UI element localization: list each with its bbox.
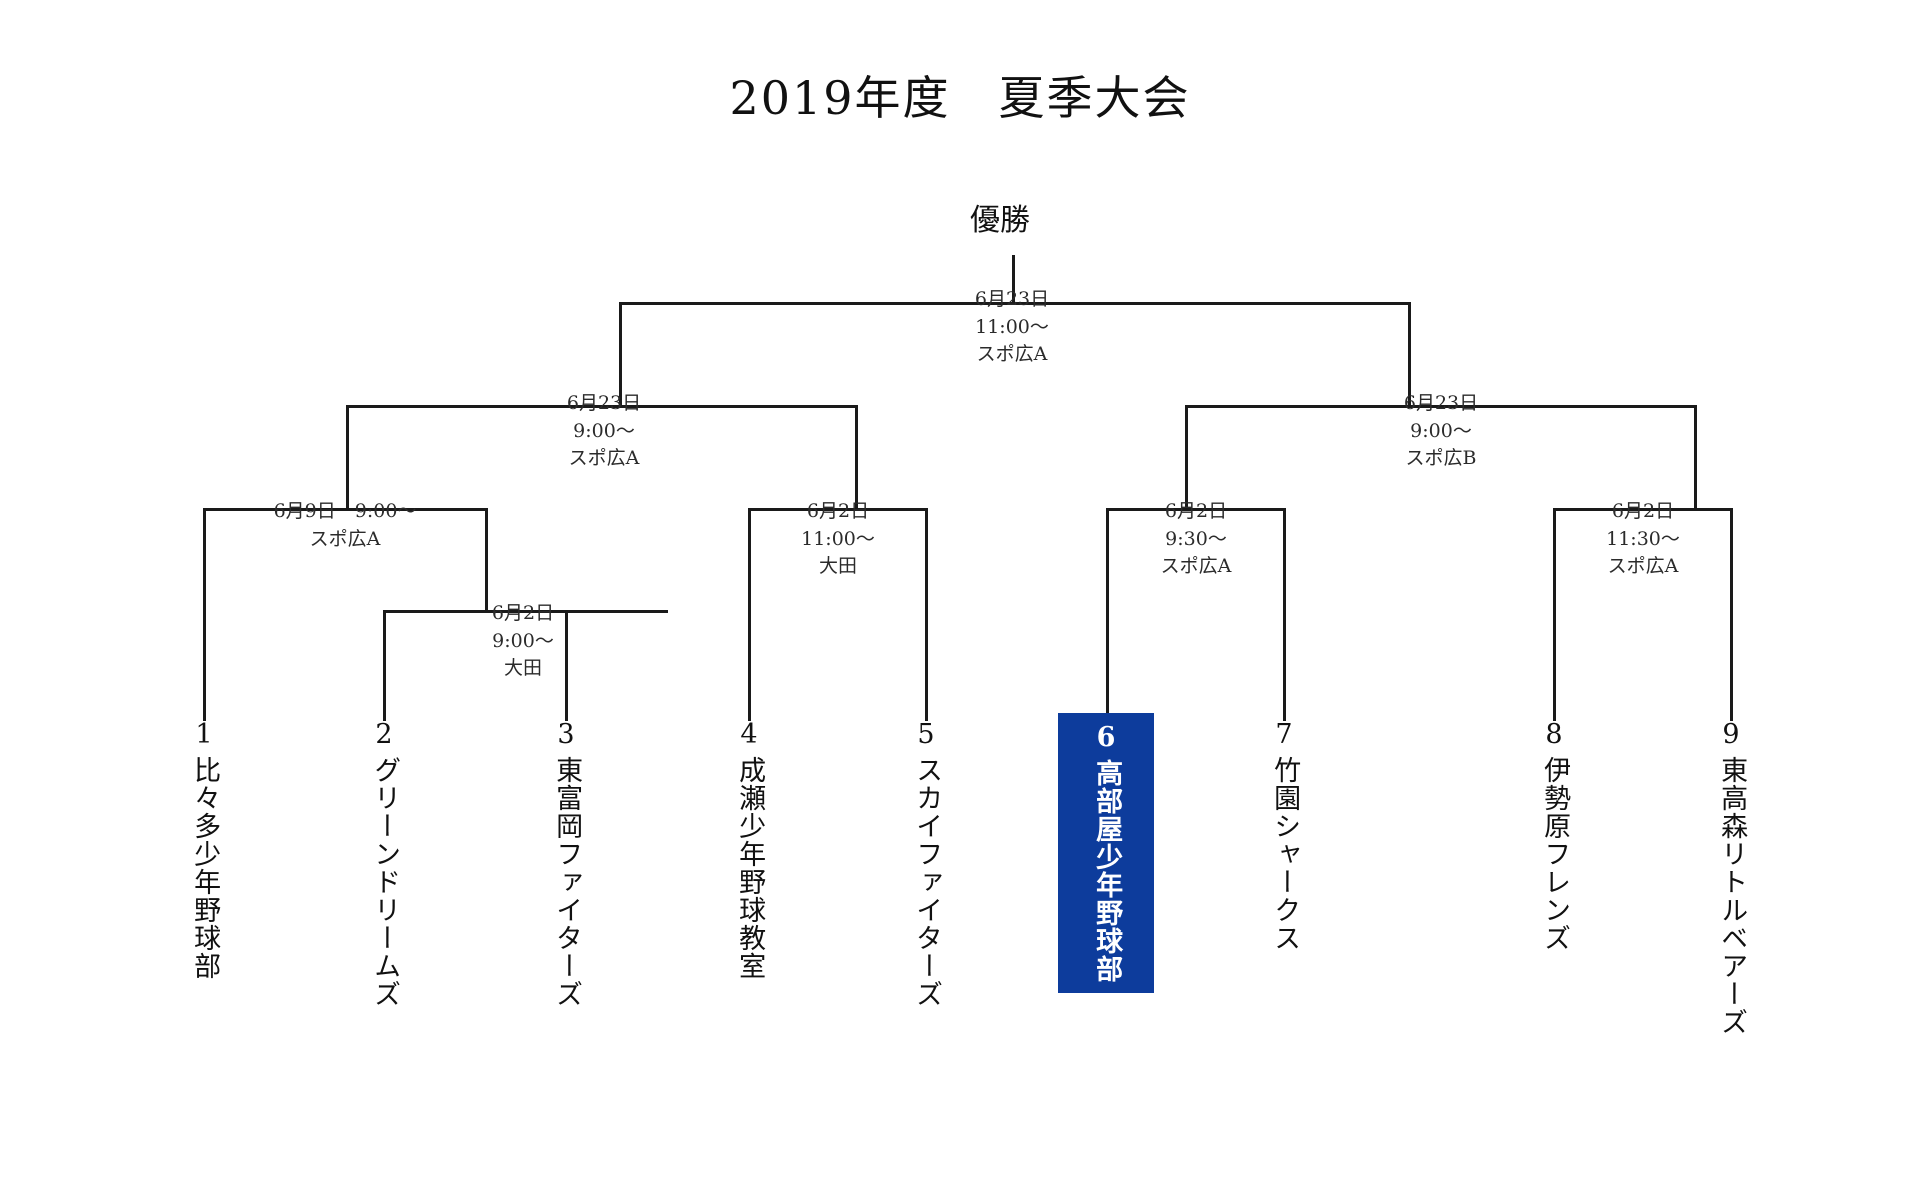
team-seed-8: 8: [1545, 719, 1563, 750]
match-info-semi-right: 6月23日 9:00〜 スポ広B: [1341, 390, 1541, 473]
match-q1-time: スポ広A: [309, 527, 381, 550]
match-info-semi-left: 6月23日 9:00〜 スポ広A: [504, 390, 704, 473]
match-q3-date: 6月2日: [806, 500, 870, 522]
bracket-line-q4-left-drop: [1106, 508, 1109, 713]
bracket-line-q1-bar: [203, 508, 488, 511]
team-seed-1: 1: [195, 719, 213, 750]
match-q4-venue: スポ広A: [1160, 555, 1232, 578]
team-name-4: 成瀬少年野球教室: [734, 755, 766, 980]
bracket-line-final-right-drop: [1408, 302, 1411, 407]
match-q3-venue: 大田: [818, 555, 857, 578]
match-q3-time: 11:00〜: [801, 527, 875, 550]
team-entry-3[interactable]: 3 東富岡ファイターズ: [518, 720, 614, 1008]
bracket-line-semi-right-drop-b: [1694, 405, 1697, 510]
match-q4-time: 9:30〜: [1165, 527, 1227, 550]
bracket-line-q3-left-drop: [748, 508, 751, 721]
match-info-q3: 6月2日 11:00〜 大田: [738, 498, 938, 581]
match-semi-right-venue: スポ広B: [1405, 447, 1477, 470]
bracket-line-semi-right-drop-a: [1185, 405, 1188, 510]
bracket-line-q2-right-drop: [565, 610, 568, 721]
team-name-2: グリーンドリームズ: [369, 755, 401, 1008]
team-name-6: 高部屋少年野球部: [1091, 758, 1123, 983]
team-name-3: 東富岡ファイターズ: [551, 755, 583, 1008]
bracket-line-q3-right-drop: [925, 508, 928, 721]
bracket-line-q4-right-drop: [1283, 508, 1286, 721]
bracket-line-semi-right-bar: [1185, 405, 1697, 408]
champion-label: 優勝: [970, 203, 1030, 238]
bracket-line-q5-right-drop: [1730, 508, 1733, 721]
match-info-q4: 6月2日 9:30〜 スポ広A: [1096, 498, 1296, 581]
team-name-7: 竹園シャークス: [1269, 755, 1301, 952]
bracket-line-q2-bar: [383, 610, 668, 613]
team-entry-9[interactable]: 9 東高森リトルベアーズ: [1683, 720, 1779, 1036]
bracket-line-q5-left-drop: [1553, 508, 1556, 721]
match-q5-venue: スポ広A: [1607, 555, 1679, 578]
team-name-5: スカイファイターズ: [911, 755, 943, 1008]
bracket-line-q4-bar: [1106, 508, 1286, 511]
match-q5-time: 11:30〜: [1606, 527, 1680, 550]
bracket-line-q2-left-drop: [383, 610, 386, 721]
team-entry-7[interactable]: 7 竹園シャークス: [1236, 720, 1332, 952]
team-entry-4[interactable]: 4 成瀬少年野球教室: [701, 720, 797, 980]
bracket-line-semi-left-drop-b: [855, 405, 858, 510]
bracket-line-semi-left-drop-a: [346, 405, 349, 510]
team-seed-4: 4: [740, 719, 758, 750]
match-q1-date: 6月9日 9:00〜: [273, 500, 417, 522]
team-entry-1[interactable]: 1 比々多少年野球部: [156, 720, 252, 980]
team-seed-3: 3: [557, 719, 575, 750]
match-final-venue: スポ広A: [976, 343, 1048, 366]
match-q2-date: 6月2日: [491, 602, 555, 624]
team-seed-9: 9: [1722, 719, 1740, 750]
bracket-line-q1-right-drop: [485, 508, 488, 613]
match-info-final: 6月23日 11:00〜 スポ広A: [912, 286, 1112, 369]
team-entry-6[interactable]: 6 高部屋少年野球部: [1058, 713, 1154, 993]
match-semi-right-date: 6月23日: [1403, 392, 1479, 414]
team-seed-2: 2: [375, 719, 393, 750]
team-name-1: 比々多少年野球部: [189, 755, 221, 980]
match-q2-venue: 大田: [503, 657, 542, 680]
bracket-line-final-stem: [1012, 255, 1015, 305]
team-seed-5: 5: [917, 719, 935, 750]
match-q2-time: 9:00〜: [492, 629, 554, 652]
team-name-8: 伊勢原フレンズ: [1539, 755, 1571, 952]
match-semi-left-venue: スポ広A: [568, 447, 640, 470]
match-q5-date: 6月2日: [1611, 500, 1675, 522]
bracket-line-q5-bar: [1553, 508, 1733, 511]
team-name-9: 東高森リトルベアーズ: [1716, 755, 1748, 1036]
match-semi-left-date: 6月23日: [566, 392, 642, 414]
match-info-q1: 6月9日 9:00〜 スポ広A: [245, 498, 445, 553]
match-q4-date: 6月2日: [1164, 500, 1228, 522]
match-info-q2: 6月2日 9:00〜 大田: [423, 600, 623, 683]
bracket-line-final-bar: [619, 302, 1411, 305]
match-semi-right-time: 9:00〜: [1410, 419, 1472, 442]
team-entry-8[interactable]: 8 伊勢原フレンズ: [1506, 720, 1602, 952]
team-seed-6: 6: [1096, 722, 1116, 753]
team-seed-7: 7: [1275, 719, 1293, 750]
page-title: 2019年度 夏季大会: [729, 71, 1191, 125]
team-entry-2[interactable]: 2 グリーンドリームズ: [336, 720, 432, 1008]
match-final-date: 6月23日: [974, 288, 1050, 310]
match-semi-left-time: 9:00〜: [573, 419, 635, 442]
match-final-time: 11:00〜: [975, 315, 1049, 338]
bracket-line-semi-left-bar: [346, 405, 858, 408]
team-entry-5[interactable]: 5 スカイファイターズ: [878, 720, 974, 1008]
bracket-line-final-left-drop: [619, 302, 622, 407]
bracket-line-q3-bar: [748, 508, 928, 511]
bracket-line-q1-left-drop: [203, 508, 206, 721]
match-info-q5: 6月2日 11:30〜 スポ広A: [1543, 498, 1743, 581]
